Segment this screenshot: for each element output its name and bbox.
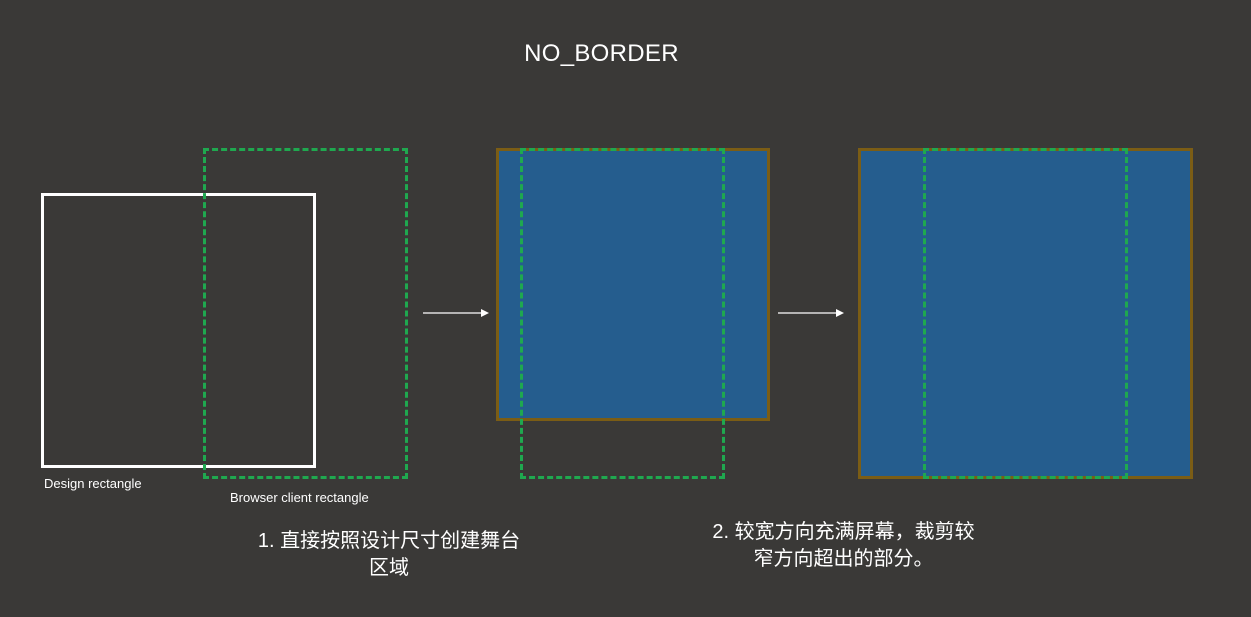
browser-client-rectangle xyxy=(923,148,1128,479)
browser-client-rectangle xyxy=(520,148,725,479)
step1-caption: 1. 直接按照设计尺寸创建舞台 区域 xyxy=(239,528,539,582)
step2-caption-line2: 窄方向超出的部分。 xyxy=(753,548,934,570)
arrow-right-icon xyxy=(778,309,844,317)
browser-client-rectangle xyxy=(203,148,408,479)
step2-caption-line1: 2. 较宽方向充满屏幕，裁剪较 xyxy=(712,521,975,543)
step2-caption: 2. 较宽方向充满屏幕，裁剪较 窄方向超出的部分。 xyxy=(692,519,995,573)
browser-client-rectangle-label: Browser client rectangle xyxy=(230,490,369,505)
arrow-right-icon xyxy=(423,309,489,317)
diagram-title: NO_BORDER xyxy=(524,40,679,67)
stage-rectangle-scaled xyxy=(858,148,1193,479)
step1-caption-line1: 1. 直接按照设计尺寸创建舞台 xyxy=(257,530,521,552)
step1-caption-line2: 区域 xyxy=(369,557,409,579)
design-rectangle xyxy=(41,193,316,468)
design-rectangle-label: Design rectangle xyxy=(44,476,142,491)
